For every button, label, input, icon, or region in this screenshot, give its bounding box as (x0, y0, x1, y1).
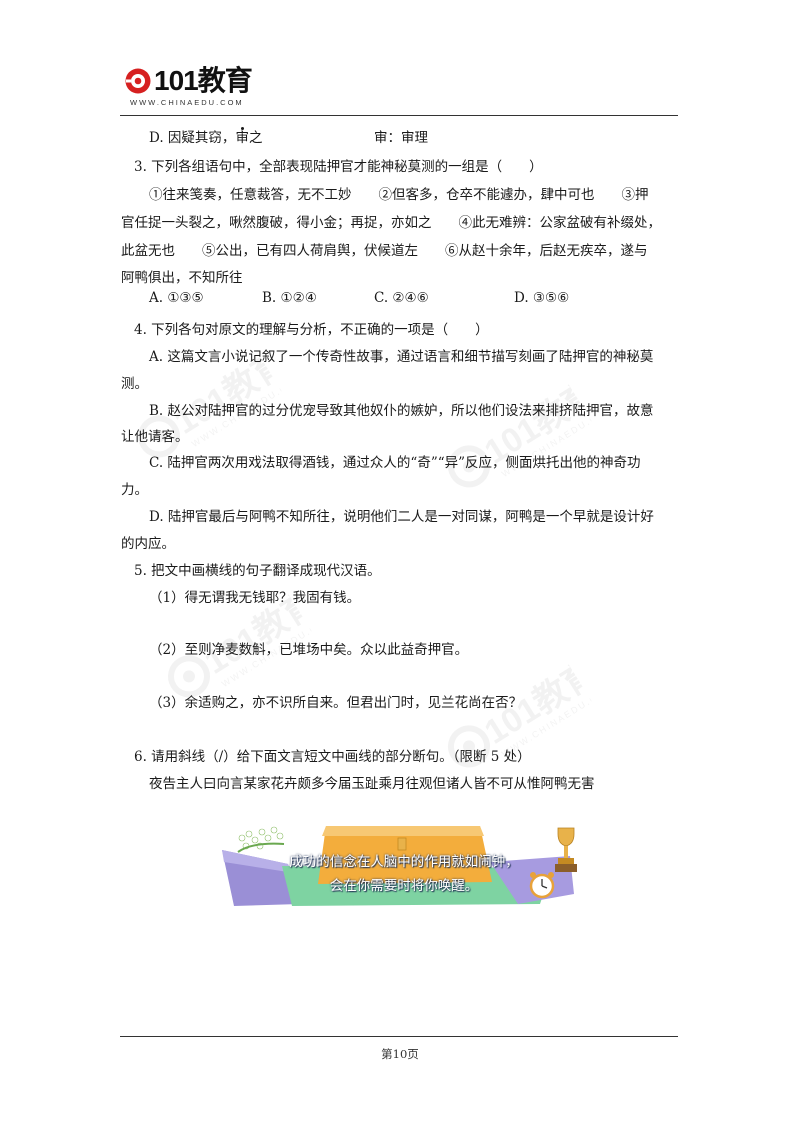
q3-line: 官任捉一头裂之，啾然腹破，得小金；再捉，亦如之 ④此无难辨：公家盆破有补缀处， (121, 215, 661, 231)
q3-option-a: A. ①③⑤ (149, 290, 204, 306)
q2-option-d-label: D. 因疑其窃， (149, 130, 236, 146)
q3-option-d: D. ③⑤⑥ (514, 290, 570, 306)
q4-line: 测。 (121, 376, 148, 392)
q6-text: 夜告主人曰向言某家花卉颇多今届玉趾乘月往观但诸人皆不可从惟阿鸭无害 (149, 776, 595, 792)
header-rule (120, 115, 678, 116)
alarm-clock-icon (529, 872, 555, 899)
q5-item: （1）得无谓我无钱耶？我固有钱。 (149, 590, 361, 606)
q6-stem: 6. 请用斜线（/）给下面文言短文中画线的部分断句。（限断 5 处） (134, 749, 531, 765)
q3-option-b: B. ①②④ (262, 290, 317, 306)
brand-logo: 101教育 WWW.CHINAEDU.COM (124, 64, 264, 112)
banner-quote-line: 成功的信念在人脑中的作用就如闹钟， (289, 854, 519, 870)
q5-stem: 5. 把文中画横线的句子翻译成现代汉语。 (134, 563, 381, 579)
banner-illustration (222, 826, 577, 906)
q4-line: A. 这篇文言小说记叙了一个传奇性故事，通过语言和细节描写刻画了陆押官的神秘莫 (149, 349, 654, 365)
q4-line: D. 陆押官最后与阿鸭不知所往，说明他们二人是一对同谋，阿鸭是一个早就是设计好 (149, 509, 654, 525)
trophy-icon (555, 827, 577, 872)
q4-stem: 4. 下列各句对原文的理解与分析，不正确的一项是（ ） (134, 322, 489, 338)
q4-line: 让他请客。 (121, 429, 189, 445)
page-number: 第10页 (381, 1047, 419, 1061)
logo-text: 101教育 (154, 65, 253, 96)
q4-line: C. 陆押官两次用戏法取得酒钱，通过众人的“奇”“异”反应，侧面烘托出他的神奇功 (149, 455, 641, 471)
banner-quote-line: 会在你需要时将你唤醒。 (329, 878, 479, 894)
q2-option-d-after: 之 (248, 130, 263, 146)
q4-line: 力。 (121, 482, 148, 498)
q5-item: （2）至则净麦数斛，已堆场中矣。众以此益奇押官。 (149, 642, 469, 658)
q4-line: 的内应。 (121, 536, 175, 552)
q3-stem: 3. 下列各组语句中，全部表现陆押官才能神秘莫测的一组是（ ） (134, 159, 543, 175)
q3-line: 阿鸭俱出，不知所往 (121, 270, 243, 286)
q2-option-d-gloss: 审：审理 (374, 130, 428, 146)
footer-rule (120, 1036, 678, 1037)
q3-line: 此盆无也 ⑤公出，已有四人荷肩舆，伏候道左 ⑥从赵十余年，后赵无疾卒，遂与 (121, 243, 648, 259)
logo-mark-icon (125, 68, 151, 94)
q3-line: ①往来笺奏，任意裁答，无不工妙 ②但客多，仓卒不能遽办，肆中可也 ③押 (149, 187, 649, 203)
motivational-banner: 成功的信念在人脑中的作用就如闹钟， 会在你需要时将你唤醒。 (222, 822, 584, 912)
logo-url: WWW.CHINAEDU.COM (130, 98, 244, 107)
q4-line: B. 赵公对陆押官的过分优宠导致其他奴仆的嫉妒，所以他们设法来排挤陆押官，故意 (149, 403, 654, 419)
q2-option-d: D. 因疑其窃，审之 (149, 126, 262, 146)
dotted-character: 审 (235, 130, 249, 146)
q3-option-c: C. ②④⑥ (374, 290, 429, 306)
question-content: D. 因疑其窃，审之 审：审理 3. 下列各组语句中，全部表现陆押官才能神秘莫测… (0, 0, 800, 1000)
q5-item: （3）余适购之，亦不识所自来。但君出门时，见兰花尚在否？ (149, 695, 523, 711)
